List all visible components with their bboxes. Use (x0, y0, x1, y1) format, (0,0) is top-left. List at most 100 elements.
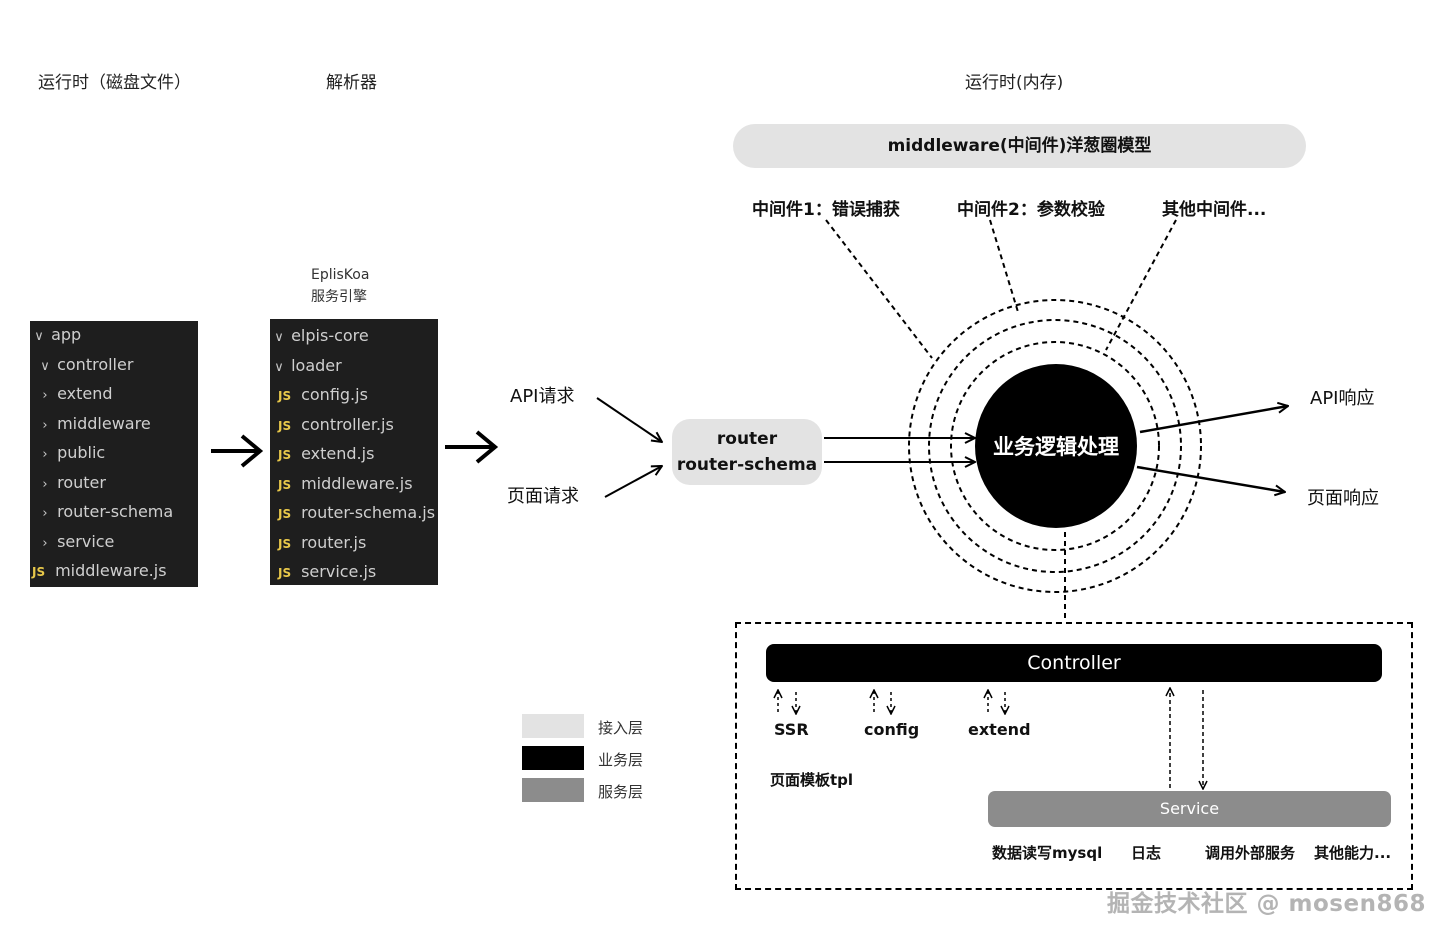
chevron-right-icon: › (42, 506, 48, 521)
js-file-icon: JS (278, 507, 292, 521)
tree-item-label: router-schema (52, 502, 174, 521)
service-item-other: 其他能力... (1314, 844, 1392, 862)
page-response-label: 页面响应 (1307, 488, 1379, 509)
tree-item[interactable]: ∨ elpis-core (272, 321, 369, 350)
leader-middleware-1 (825, 219, 933, 359)
heading-runtime-disk: 运行时（磁盘文件） (38, 73, 191, 93)
arrow-page-response (1136, 465, 1285, 492)
chevron-right-icon: › (42, 535, 48, 551)
tree-item[interactable]: JS router.js (278, 528, 366, 557)
router-schema-label: router-schema (676, 455, 818, 475)
middleware-item-1: 中间件1：错误捕获 (752, 200, 900, 220)
arrow-disk-to-parser (211, 434, 264, 468)
tree-item[interactable]: JS middleware.js (32, 556, 167, 585)
tree-item-label: middleware.js (50, 561, 167, 580)
js-file-icon: JS (278, 477, 292, 492)
extend-io-arrows (988, 690, 1005, 714)
chevron-down-icon: ∨ (34, 329, 44, 344)
tree-item[interactable]: › service (38, 527, 114, 556)
middleware-item-other: 其他中间件... (1162, 200, 1267, 220)
chevron-down-icon: ∨ (40, 358, 50, 374)
engine-subtitle: 服务引擎 (311, 289, 367, 305)
onion-ring-middle (928, 319, 1182, 573)
tree-item-label: public (52, 443, 106, 462)
tree-item[interactable]: JS controller.js (278, 410, 394, 439)
service-bar: Service (988, 791, 1391, 827)
legend-label-service: 服务层 (598, 783, 644, 801)
heading-parser: 解析器 (326, 73, 377, 93)
ssr-label: SSR (774, 720, 809, 739)
tree-item[interactable]: ∨ loader (272, 351, 342, 380)
tree-item-label: app (46, 325, 82, 344)
tree-item-label: elpis-core (286, 326, 369, 345)
engine-name: EplisKoa (311, 267, 370, 283)
tree-item[interactable]: › public (38, 438, 105, 467)
tree-item-label: controller (52, 354, 134, 374)
tree-item-label: router-schema.js (296, 503, 436, 522)
tree-item[interactable]: › middleware (38, 409, 151, 438)
page-template-label: 页面模板tpl (770, 771, 854, 789)
legend-swatch-business (522, 746, 584, 770)
tree-item-label: controller.js (296, 414, 394, 434)
router-label: router (716, 429, 778, 449)
tree-item-label: config.js (296, 385, 368, 404)
service-item-external: 调用外部服务 (1205, 844, 1296, 862)
tree-item[interactable]: › router (38, 468, 106, 497)
service-item-log: 日志 (1131, 844, 1162, 862)
js-file-icon: JS (32, 565, 46, 579)
heading-runtime-memory: 运行时(内存) (965, 73, 1064, 93)
legend-swatch-service (522, 778, 584, 802)
chevron-down-icon: ∨ (274, 330, 284, 345)
ssr-io-arrows (778, 690, 796, 714)
onion-ring-inner (950, 341, 1160, 551)
tree-item[interactable]: JS config.js (278, 380, 368, 409)
tree-item-label: loader (286, 355, 342, 375)
js-file-icon: JS (278, 448, 292, 462)
tree-item-label: router (52, 472, 106, 492)
tree-item[interactable]: JS router-schema.js (278, 498, 435, 527)
controller-bar: Controller (766, 644, 1382, 682)
leader-middleware-other (1105, 219, 1177, 351)
chevron-right-icon: › (42, 417, 48, 433)
api-request-label: API请求 (510, 386, 575, 407)
tree-item[interactable]: ∨ controller (38, 350, 133, 379)
tree-item-label: extend (52, 384, 113, 403)
onion-ring-outer (908, 299, 1202, 593)
arrow-page-request (604, 466, 662, 498)
api-response-label: API响应 (1310, 388, 1375, 409)
js-file-icon: JS (278, 418, 292, 433)
engine-label: EplisKoa 服务引擎 (311, 264, 369, 308)
tree-item[interactable]: JS extend.js (278, 439, 374, 468)
router-box: router router-schema (672, 419, 822, 485)
disk-file-tree: ∨ app∨ controller› extend› middleware› p… (30, 321, 198, 587)
tree-item-label: router.js (296, 532, 367, 552)
tree-item[interactable]: JS middleware.js (278, 469, 413, 498)
tree-item[interactable]: JS service.js (278, 557, 376, 586)
tree-item[interactable]: › extend (38, 379, 113, 408)
arrow-api-request (596, 397, 662, 442)
js-file-icon: JS (278, 536, 292, 551)
chevron-right-icon: › (42, 476, 48, 492)
tree-item[interactable]: ∨ app (32, 320, 81, 349)
page-request-label: 页面请求 (507, 486, 579, 507)
leader-middleware-2 (989, 219, 1019, 313)
middleware-onion-title: middleware(中间件)洋葱圈模型 (733, 124, 1306, 168)
tree-item-label: service.js (296, 562, 377, 581)
chevron-right-icon: › (42, 447, 48, 462)
tree-item[interactable]: › router-schema (38, 497, 173, 526)
config-io-arrows (874, 690, 891, 714)
chevron-right-icon: › (42, 388, 48, 403)
legend-label-access: 接入层 (598, 719, 644, 737)
js-file-icon: JS (278, 389, 292, 403)
extend-label: extend (968, 720, 1031, 739)
js-file-icon: JS (278, 566, 292, 580)
arrow-parser-to-runtime (445, 430, 499, 464)
legend-swatch-access (522, 714, 584, 738)
service-item-mysql: 数据读写mysql (992, 844, 1103, 862)
business-logic-core: 业务逻辑处理 (975, 364, 1137, 528)
watermark: 掘金技术社区 @ mosen868 (1107, 891, 1426, 917)
middleware-item-2: 中间件2：参数校验 (957, 200, 1105, 220)
controller-service-region (735, 622, 1413, 890)
tree-item-label: middleware (52, 413, 151, 433)
